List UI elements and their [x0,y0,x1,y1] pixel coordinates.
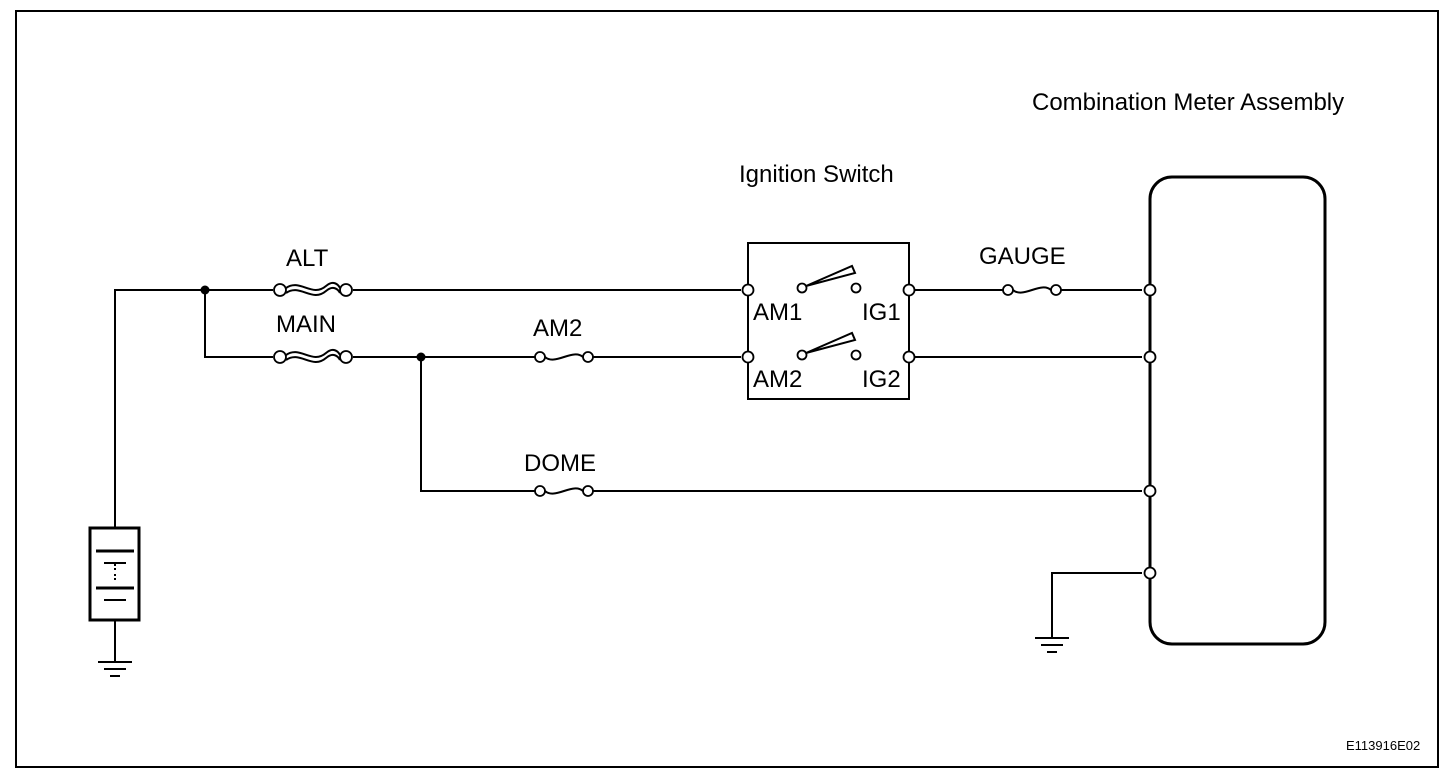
meter-terminal-ground [1143,566,1157,580]
combination-meter-label: Combination Meter Assembly [1032,89,1344,116]
figure-code: E113916E02 [1346,738,1420,753]
ignition-switch-label: Ignition Switch [739,161,894,188]
terminal-am2-label: AM2 [753,366,802,393]
terminal-ig1-label: IG1 [862,299,901,326]
junction-dot-top [200,285,210,295]
fuse-alt [273,281,353,297]
combination-meter-box [1148,175,1327,646]
fuse-am2 [534,351,594,363]
switch-am2-ig2 [741,331,916,364]
fuse-am2-label: AM2 [533,315,582,342]
fuse-main-label: MAIN [276,311,336,338]
diagram-frame [15,10,1439,768]
meter-terminal-ig2 [1143,350,1157,364]
fuse-main [273,348,353,364]
ignition-switch-box [747,242,910,400]
wires [114,289,1142,662]
fuse-gauge-label: GAUGE [979,243,1066,270]
terminal-am1-label: AM1 [753,299,802,326]
terminal-ig2-label: IG2 [862,366,901,393]
ground-icon-meter [1035,637,1069,653]
battery-icon [88,526,141,622]
fuse-alt-label: ALT [286,245,329,272]
fuse-dome [534,485,594,497]
ground-icon-battery [98,661,132,677]
fuse-dome-label: DOME [524,450,596,477]
meter-terminal-ig1 [1143,283,1157,297]
switch-am1-ig1 [741,264,916,297]
meter-terminal-dome [1143,484,1157,498]
fuse-gauge [1002,284,1062,296]
junction-dot-main [416,352,426,362]
